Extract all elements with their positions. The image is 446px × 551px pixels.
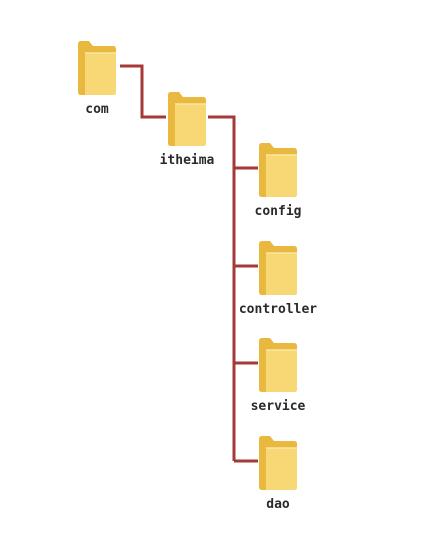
folder-label-service: service (250, 399, 306, 414)
tree-node-controller[interactable]: controller (230, 238, 326, 317)
folder-label-config: config (254, 204, 302, 219)
tree-node-service[interactable]: service (230, 335, 326, 414)
folder-icon (259, 241, 297, 295)
folder-icon (259, 338, 297, 392)
folder-label-controller: controller (238, 302, 318, 317)
folder-icon (168, 92, 206, 146)
folder-label-dao: dao (266, 497, 290, 512)
tree-node-itheima[interactable]: itheima (139, 89, 235, 168)
folder-icon (78, 41, 116, 95)
folder-icon (259, 143, 297, 197)
connector-com-itheima (120, 64, 166, 119)
tree-node-config[interactable]: config (230, 140, 326, 219)
folder-label-itheima: itheima (159, 153, 215, 168)
folder-label-com: com (85, 102, 109, 117)
connector-itheima-trunk (208, 115, 236, 461)
tree-node-dao[interactable]: dao (230, 433, 326, 512)
folder-icon (259, 436, 297, 490)
tree-node-com[interactable]: com (49, 38, 145, 117)
